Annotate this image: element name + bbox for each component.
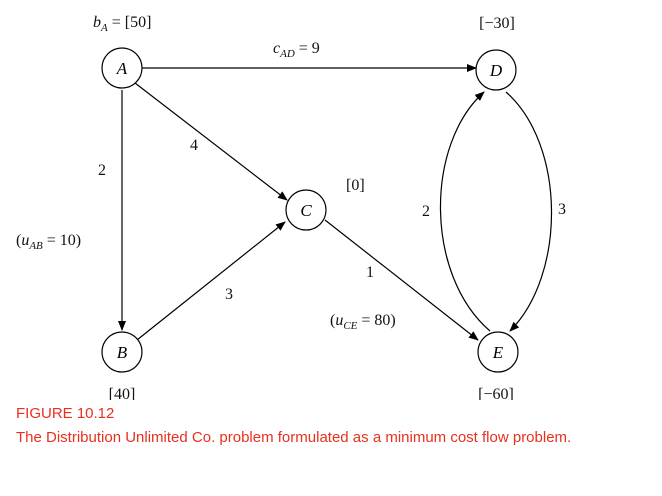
caption-title: FIGURE 10.12 (16, 405, 115, 422)
node-a-supply: bA = [50] (93, 14, 151, 34)
node-c: C (285, 189, 327, 231)
edge-a-b-cost: 2 (98, 162, 106, 179)
node-e-supply: [−60] (478, 386, 514, 400)
edge-b-c-cost: 3 (225, 286, 233, 303)
edge-d-e (505, 91, 553, 332)
node-a-label: A (116, 59, 128, 78)
node-b: B (101, 331, 143, 373)
node-b-supply: [40] (109, 386, 136, 400)
edge-a-c (134, 82, 288, 201)
edge-b-c (136, 221, 286, 341)
node-c-supply: [0] (346, 177, 365, 194)
edge-a-d-cost: cAD = 9 (273, 40, 320, 60)
edge-e-d (439, 91, 491, 332)
caption-text: The Distribution Unlimited Co. problem f… (16, 429, 572, 446)
edge-e-d-cost: 2 (422, 203, 430, 220)
node-c-label: C (300, 201, 312, 220)
edge-c-e-cost: 1 (366, 264, 374, 281)
node-d: D (475, 49, 517, 91)
edge-c-e-capacity: (uCE = 80) (330, 312, 396, 332)
node-a: A (101, 47, 143, 89)
edge-a-c-cost: 4 (190, 137, 198, 154)
edge-a-b-capacity: (uAB = 10) (16, 232, 81, 252)
edge-c-e (324, 219, 479, 341)
network-diagram: A B C D E bA = [50] [40] [0] [−30] [−60]… (16, 14, 566, 403)
node-d-label: D (489, 61, 503, 80)
figure-caption: FIGURE 10.12 The Distribution Unlimited … (16, 402, 646, 450)
node-d-supply: [−30] (479, 15, 515, 32)
node-b-label: B (117, 343, 128, 362)
node-e-label: E (492, 343, 504, 362)
node-e: E (477, 331, 519, 373)
edge-d-e-cost: 3 (558, 201, 566, 218)
